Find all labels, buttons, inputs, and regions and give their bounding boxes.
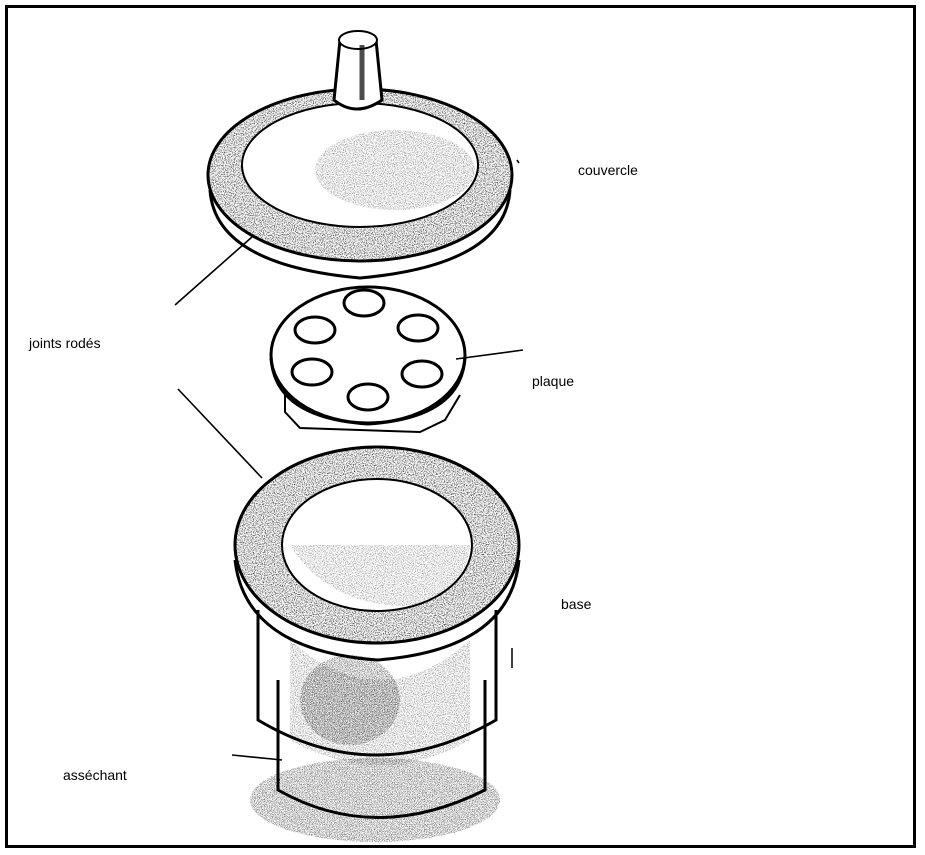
plate-hole bbox=[398, 315, 438, 341]
plate-hole bbox=[348, 384, 388, 410]
label-ground-joints: joints rodés bbox=[29, 335, 101, 351]
lid-dome-shading bbox=[315, 130, 475, 210]
plate-hole bbox=[295, 317, 335, 343]
leader-line-joint-lid bbox=[175, 237, 252, 305]
lid-knob bbox=[334, 40, 382, 109]
plate-hole bbox=[292, 359, 332, 385]
label-base: base bbox=[561, 596, 591, 612]
lid-drawing bbox=[208, 31, 512, 278]
label-desiccant: asséchant bbox=[63, 767, 127, 783]
leader-line-desiccant bbox=[232, 755, 282, 760]
base-drawing bbox=[235, 447, 519, 842]
desiccant-ball bbox=[300, 655, 400, 745]
leader-line-lid bbox=[517, 160, 519, 163]
plate-hole bbox=[402, 361, 442, 387]
plate-hole bbox=[344, 290, 384, 316]
leader-line-joint-base bbox=[178, 389, 262, 478]
label-plate: plaque bbox=[532, 373, 574, 389]
lid-knob-top bbox=[339, 31, 377, 49]
label-lid: couvercle bbox=[578, 162, 638, 178]
plate-drawing bbox=[271, 287, 465, 432]
